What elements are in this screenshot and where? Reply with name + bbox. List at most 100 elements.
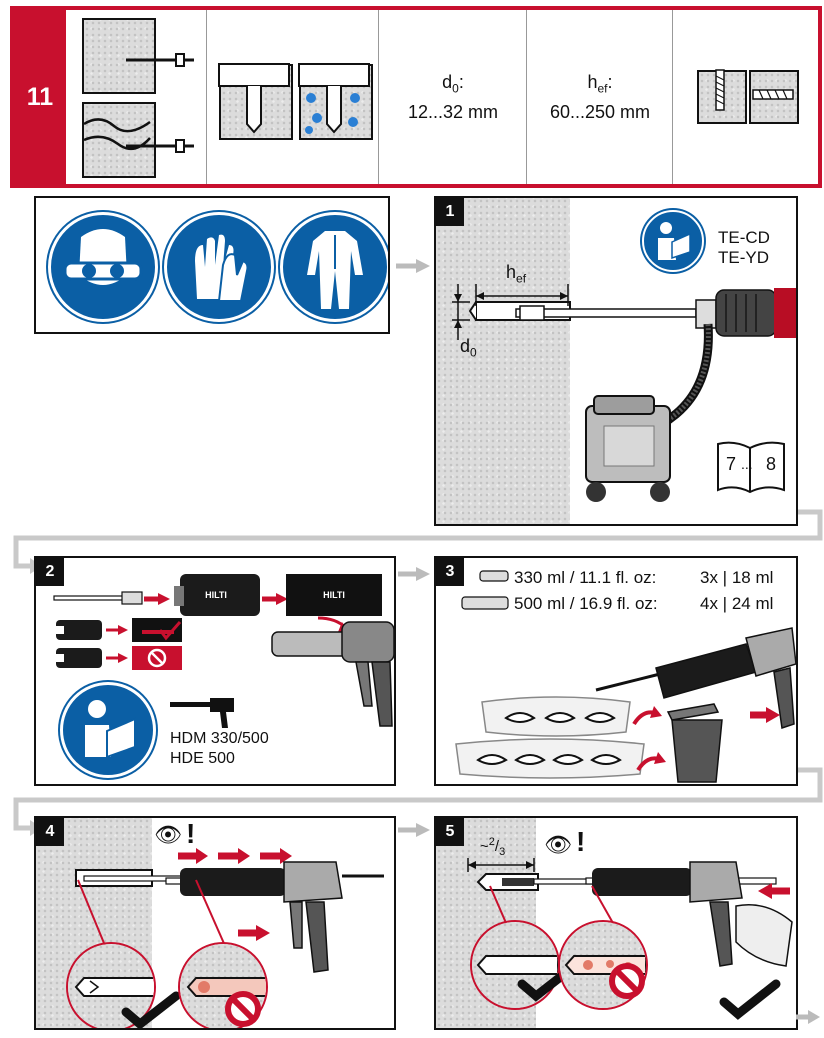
eye-icon: 👁 [544,832,572,857]
waste-500: 4x | 24 ml [700,594,774,613]
waste-330: 3x | 18 ml [700,568,774,587]
tool-name-2: TE-YD [718,248,769,267]
diameter-value: 12...32 mm [407,102,499,122]
dispenser-small-icon [170,698,234,728]
checkmark-icon [121,991,181,1028]
fill-ratio-label: ~2/3 [480,836,506,858]
foil-pack-cartridge-icon: HILTI [174,574,260,616]
cartridge-ok-icon [56,618,182,642]
diameter-symbol: d [442,72,453,92]
cartridge-holder-icon: HILTI [286,574,382,616]
svg-text:HILTI: HILTI [323,590,345,600]
book-page-end: 8 [766,454,777,474]
dry-hole-icon [218,63,290,134]
protective-gloves-icon [164,212,274,322]
hef-dimension-icon [475,284,569,306]
section-number: 11 [14,10,66,184]
hole-condition-cell [206,10,378,184]
protective-suit-icon [280,212,388,322]
dispenser-tool-icon [271,621,394,727]
step-5-panel: 5 ~2/3 👁 ! [434,816,798,1030]
waste-bag-small-icon [481,696,631,737]
book-reference-icon [717,441,785,494]
volume-330: 330 ml / 11.1 fl. oz: [514,568,657,587]
hef-label: hef [506,262,526,286]
step-number: 5 [436,818,464,846]
step-number: 4 [36,818,64,846]
flow-arrow-icon [396,259,430,273]
mixer-nozzle-icon [53,591,143,605]
ppe-panel [34,196,390,334]
header-band: 11 d0: 12...32 mm hef: 60...250 mm [10,6,822,188]
depth-subscript: ef [597,81,608,96]
anchor-type-cell [672,10,818,184]
hollow-drill-bit-icon [515,305,697,321]
d0-label: d0 [460,336,477,360]
fill-numerator: 2 [488,836,495,848]
step-1-panel: 1 hef d0 TE-CD TE-YD 7 ... 8 [434,196,798,526]
attention-mark: ! [576,826,586,857]
red-arrows-icon [178,848,292,864]
eye-icon: 👁 [154,822,182,847]
book-page-dots: ... [741,456,753,472]
diameter-cell: d0: 12...32 mm [378,10,526,184]
small-cartridge-icon [479,570,509,582]
curved-red-arrow-icon [636,752,666,772]
red-arrow-icon [262,593,288,605]
dispenser-with-cartridge-icon [595,627,796,729]
checkmark-icon [719,979,781,1020]
fill-dimension-icon [467,858,535,872]
anchor-rod-icon [126,139,194,153]
step-number: 1 [436,198,464,226]
d0-symbol: d [460,336,471,356]
read-manual-icon [60,682,156,778]
red-arrow-icon [758,883,790,899]
red-arrow-icon [750,707,780,723]
flow-arrow-icon [398,567,430,581]
filled-hole-detail-icon [476,955,558,975]
step-4-panel: 4 👁 ! [34,816,396,1030]
depth-symbol: h [587,72,598,92]
threaded-rod-icon [715,69,725,111]
fill-approx: ~ [480,838,489,855]
red-arrow-icon [238,925,270,941]
step-number: 3 [436,558,464,586]
diameter-label: d0: [442,72,464,96]
book-page-start: 7 [726,454,737,474]
wet-hole-icon [298,63,370,134]
clean-hole-detail-icon [74,977,154,997]
callout-leader-icon [77,879,227,949]
large-cartridge-icon [461,596,509,610]
curved-red-arrow-icon [632,706,662,726]
dispenser-model-2: HDE 500 [170,750,235,767]
hef-subscript: ef [516,271,527,286]
hef-symbol: h [506,262,517,282]
step-2-panel: 2 HILTI HILTI HDM 330/500 HDE 500 [34,556,396,786]
detail-correct-callout [66,942,156,1028]
prohibited-icon [609,963,645,999]
attention-mark: ! [186,818,196,849]
depth-label: hef: [587,72,613,96]
rebar-icon [752,89,794,100]
tool-name-1: TE-CD [718,228,770,247]
concrete-wall [436,198,570,524]
red-arrow-icon [144,593,170,605]
d0-subscript: 0 [470,345,477,360]
flow-arrow-icon [398,823,430,837]
depth-value: 60...250 mm [549,102,651,122]
step-number: 2 [36,558,64,586]
diameter-subscript: 0 [452,81,459,96]
dispenser-tool-icon [165,861,384,973]
anchor-rod-icon [126,53,194,67]
step-3-panel: 3 330 ml / 11.1 fl. oz: 3x | 18 ml 500 m… [434,556,798,786]
waste-bag-large-icon [455,738,645,779]
d0-dimension-icon [452,284,470,340]
prohibited-icon [225,991,261,1027]
read-manual-icon [642,210,704,272]
continue-arrow-icon [796,1010,820,1024]
rotary-hammer-icon [695,288,796,338]
uncracked-concrete-thumb [82,18,156,94]
depth-cell: hef: 60...250 mm [526,10,672,184]
dispenser-model-1: HDM 330/500 [170,730,269,747]
concrete-condition-cell [66,10,206,184]
